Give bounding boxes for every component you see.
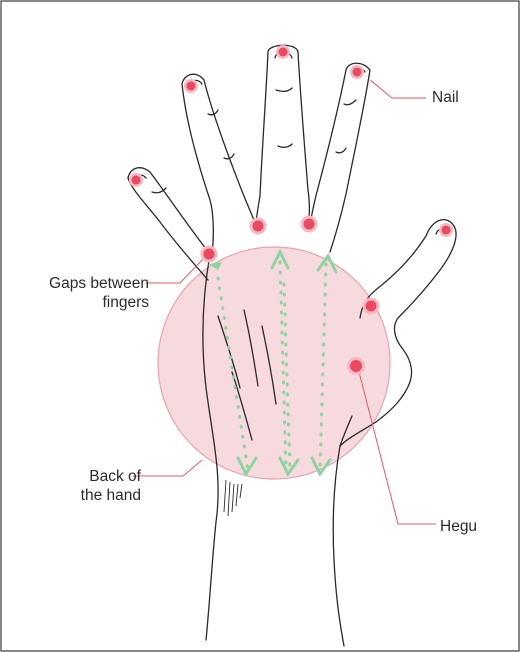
middle-finger-outline-right: [268, 45, 310, 224]
index-finger-outline-right: [330, 63, 370, 252]
gap-ring-little-point: [204, 249, 215, 260]
index-finger-crease-2: [336, 148, 346, 153]
index-finger-outline-left: [310, 70, 346, 224]
gap-index-middle-point: [304, 219, 315, 230]
fingertip-ring-point: [187, 82, 196, 91]
index-finger-crease: [344, 100, 356, 105]
label-back-line2: the hand: [81, 486, 141, 505]
middle-finger-outline-left: [256, 52, 268, 226]
label-hegu-text: Hegu: [440, 517, 477, 536]
fingertip-little-point: [132, 176, 141, 185]
wrist-hatching: [224, 480, 242, 516]
little-finger-inner: [128, 178, 208, 280]
ring-finger-outline-left: [182, 74, 256, 226]
label-gaps-line2: fingers: [49, 293, 149, 312]
label-nail-text: Nail: [432, 88, 459, 107]
palm-right-edge: [333, 446, 344, 646]
middle-finger-crease-2: [278, 144, 292, 147]
gap-thumb-index-point: [366, 301, 377, 312]
leader-nail: [370, 80, 426, 98]
fingertip-middle-point: [279, 48, 288, 57]
label-gaps-between-fingers: Gaps between fingers: [49, 274, 149, 312]
label-back-line1: Back of: [81, 467, 141, 486]
leader-back: [133, 460, 202, 476]
label-back-of-hand: Back of the hand: [81, 467, 141, 505]
gap-middle-ring-point: [253, 221, 264, 232]
middle-finger-crease: [276, 88, 292, 91]
ring-finger-outline-right: [182, 84, 213, 254]
label-gaps-line1: Gaps between: [49, 274, 149, 293]
fingertip-thumb-point: [442, 226, 451, 235]
hegu-point: [350, 360, 362, 372]
label-nail: Nail: [432, 88, 459, 107]
fingertip-index-point: [353, 68, 362, 77]
label-hegu: Hegu: [440, 517, 477, 536]
